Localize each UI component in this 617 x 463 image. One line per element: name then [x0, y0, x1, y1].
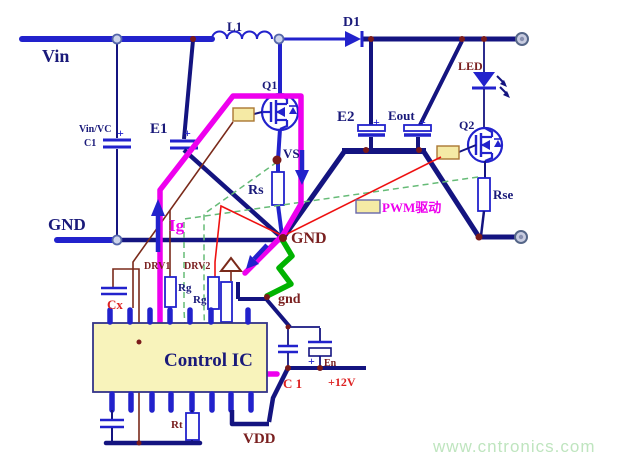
ig-arrow: [151, 199, 165, 252]
label-rt: Rt: [171, 419, 183, 431]
pwm-legend-box: [355, 199, 381, 214]
resistor-rs: [271, 160, 285, 237]
capacitor-eout: [403, 40, 464, 149]
gnd-return-path: [264, 238, 295, 299]
plus-e2: +: [373, 115, 380, 129]
label-d1: D1: [343, 15, 360, 30]
label-q2: Q2: [459, 118, 474, 132]
label-p12v: +12V: [328, 375, 356, 389]
label-led: LED: [458, 59, 483, 73]
label-pwm-drive: PWM驱动: [382, 200, 441, 215]
label-eout: Eout: [388, 108, 415, 123]
mosfet-q1: [232, 42, 300, 161]
junction-dots: [136, 36, 487, 446]
label-q1: Q1: [262, 78, 277, 92]
control-ic-block: [92, 322, 268, 393]
label-rg1: Rg: [178, 282, 192, 294]
label-rg2: Rg: [193, 294, 207, 306]
label-cx: Cx: [107, 297, 123, 312]
vs-arrow-down: [295, 150, 309, 185]
terminal-right-top: [515, 32, 529, 46]
gate-drive-box-q2: [436, 145, 460, 160]
label-gnd-pin: gnd: [278, 292, 301, 307]
capacitor-vinvc-c1: [103, 42, 131, 238]
resistor-rt: [185, 410, 200, 443]
capacitor-en: [308, 328, 332, 367]
led-branch: [472, 41, 510, 128]
label-vin: Vin: [42, 46, 69, 66]
led-icon: [473, 72, 495, 87]
label-c1-top: C1: [84, 138, 96, 149]
vdd-path: [229, 366, 291, 427]
gnd-pin-cluster: [220, 281, 292, 329]
gate-drive-box-q1: [232, 107, 255, 122]
resistor-rse: [477, 161, 491, 237]
label-drv2: DRV2: [184, 261, 210, 272]
q2-drive-wire: [214, 156, 442, 277]
return-arrow-downleft: [246, 243, 269, 269]
label-l1: L1: [227, 19, 242, 34]
capacitor-bottom-left: [100, 410, 124, 443]
ic-pins-top: [107, 307, 251, 325]
label-vs: VS: [283, 146, 300, 161]
label-c1-bottom: C 1: [283, 376, 302, 391]
via-junctions: [111, 33, 285, 246]
plus-eout: +: [419, 115, 426, 129]
capacitor-e2: [357, 41, 386, 149]
plus-vinvc: +: [117, 126, 124, 140]
label-rs: Rs: [248, 183, 264, 198]
label-vinvc: Vin/VC: [79, 124, 111, 135]
terminal-right-bottom: [514, 230, 528, 244]
label-gnd-mid: GND: [291, 230, 327, 247]
mosfet-q2: [436, 126, 504, 164]
triangle-marker: [218, 256, 244, 272]
inductor-l1: [211, 30, 273, 40]
label-e2: E2: [337, 109, 355, 125]
label-drv1: DRV1: [144, 261, 170, 272]
capacitor-c1-bottom: [278, 326, 320, 367]
plus-e1: +: [184, 126, 191, 140]
label-rse: Rse: [493, 187, 513, 202]
ic-pins-bottom: [109, 391, 254, 413]
plus-en: +: [308, 354, 315, 368]
label-vdd: VDD: [243, 431, 276, 447]
label-control-ic: Control IC: [164, 350, 253, 371]
label-gnd-left: GND: [48, 215, 86, 234]
capacitor-cx: [101, 286, 127, 296]
label-e1: E1: [150, 121, 168, 137]
label-ig: Ig: [169, 216, 185, 235]
label-en: En: [324, 358, 337, 369]
resistor-rg2: [207, 276, 220, 310]
resistor-rg1: [164, 276, 177, 308]
output-bus-wires: [280, 148, 515, 240]
diode-d1: [345, 31, 364, 47]
watermark: www.cntronics.com: [432, 437, 595, 456]
